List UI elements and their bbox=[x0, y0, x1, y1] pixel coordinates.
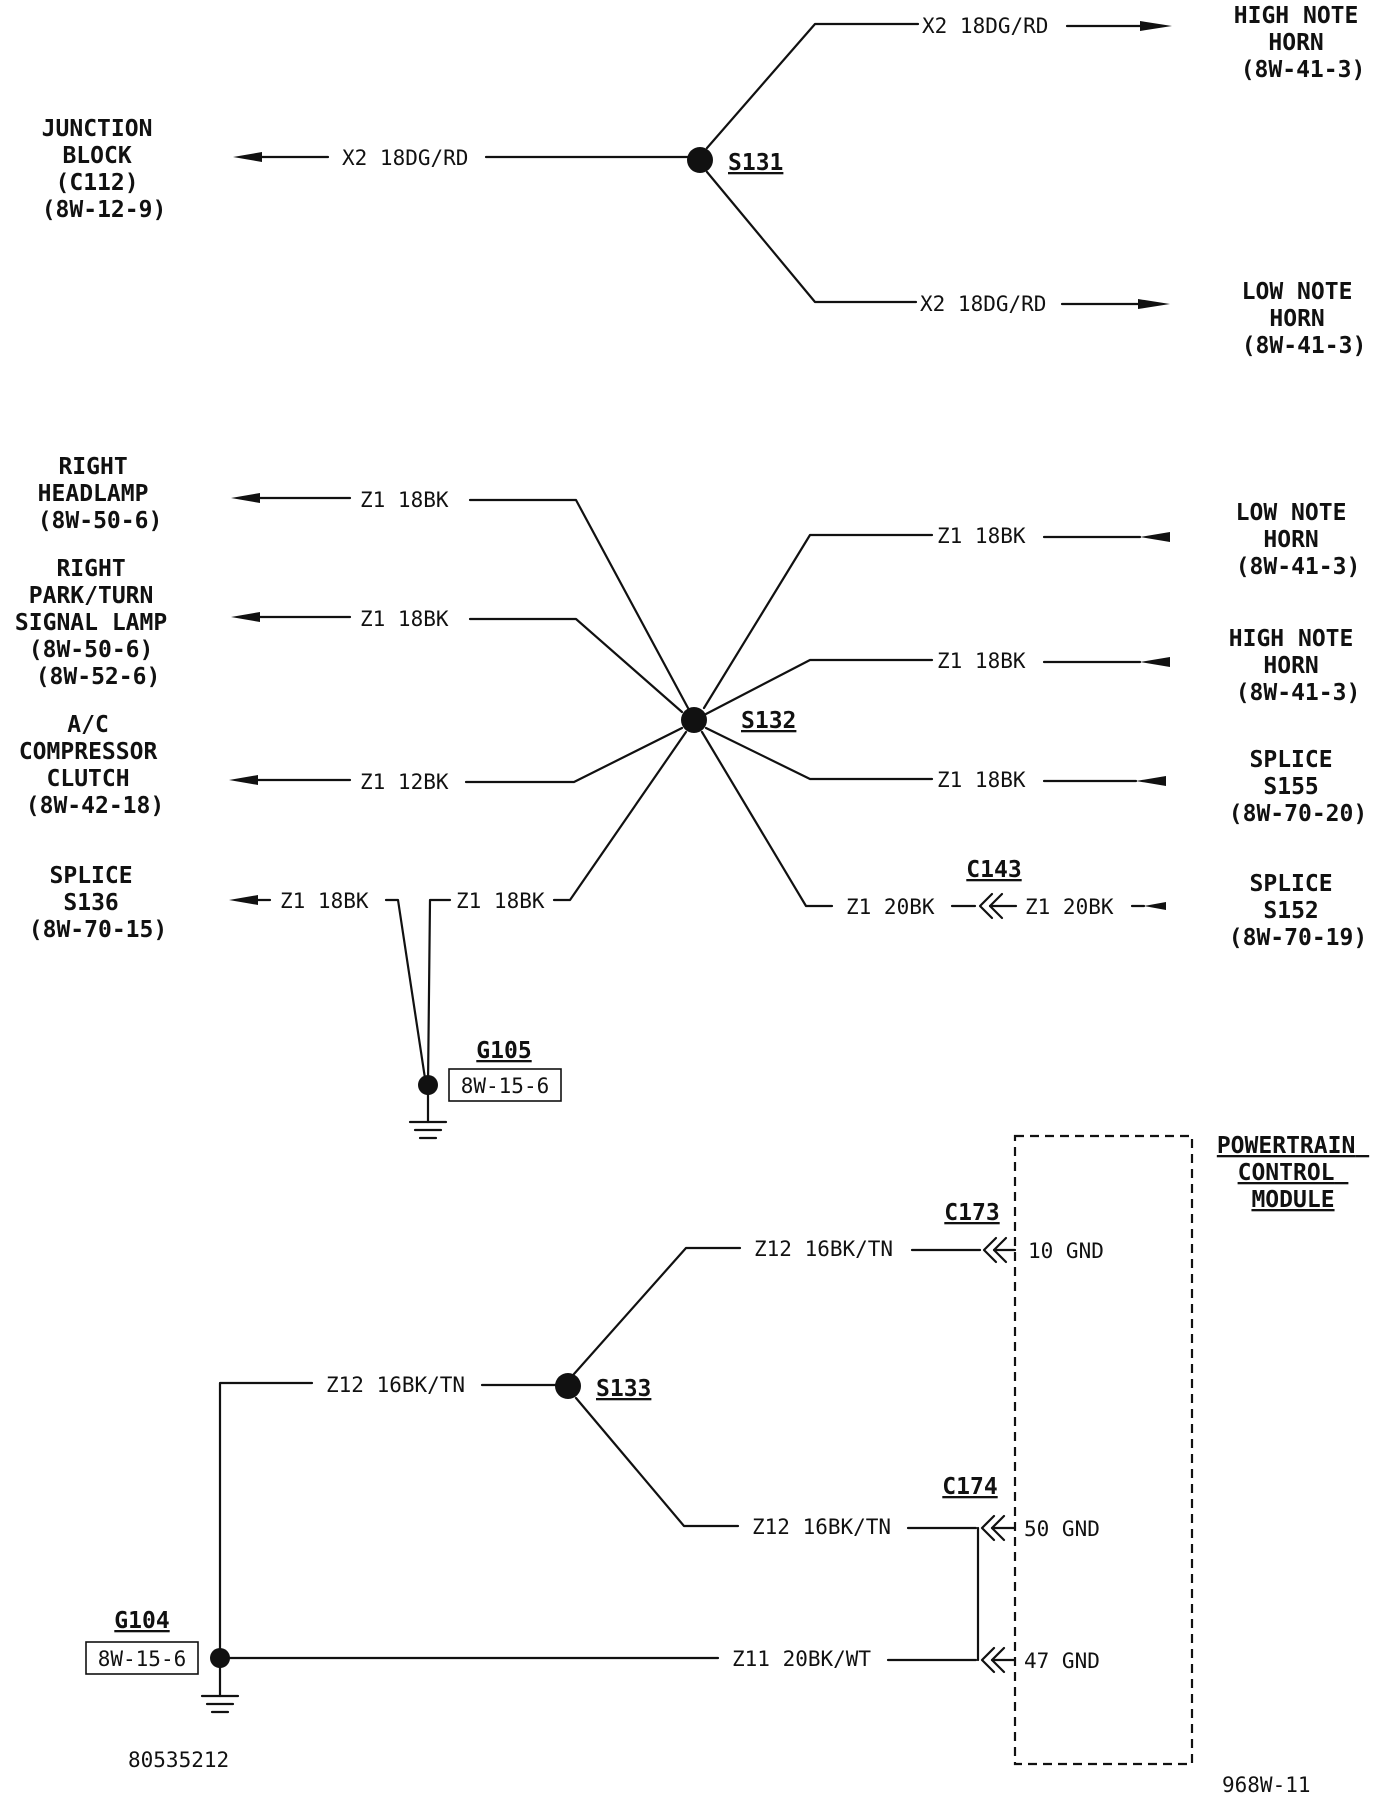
ground-g104-dot bbox=[210, 1648, 230, 1668]
arrow-left-icon bbox=[233, 152, 262, 162]
ground-g104-ref: 8W-15-6 bbox=[98, 1647, 187, 1671]
wire-label: Z1 18BK bbox=[360, 607, 449, 631]
wire-label: X2 18DG/RD bbox=[342, 146, 468, 170]
splice-s155-label: SPLICE S155 (8W-70-20) bbox=[1229, 747, 1367, 827]
wire-label: Z1 18BK bbox=[937, 524, 1026, 548]
figure-id-left: 80535212 bbox=[128, 1748, 229, 1772]
arrow-left-icon bbox=[1136, 776, 1166, 786]
arrow-left-icon bbox=[1140, 532, 1170, 542]
ground-g105-ref-box bbox=[448, 1068, 562, 1102]
right-park-turn-label: RIGHT PARK/TURN SIGNAL LAMP (8W-50-6) (8… bbox=[15, 556, 181, 690]
arrow-left-icon bbox=[231, 612, 260, 622]
ground-g104-label: G104 bbox=[114, 1608, 169, 1634]
wire-label: Z12 16BK/TN bbox=[326, 1373, 465, 1397]
ground-g105-dot bbox=[418, 1075, 438, 1095]
pcm-pin-47: 47 GND bbox=[1024, 1649, 1100, 1673]
ac-clutch-label: A/C COMPRESSOR CLUTCH (8W-42-18) bbox=[19, 712, 171, 819]
wire-label: Z11 20BK/WT bbox=[732, 1647, 871, 1671]
ground-g105-label: G105 bbox=[476, 1038, 531, 1064]
connector-c143-label: C143 bbox=[966, 857, 1021, 883]
arrow-right-icon bbox=[1138, 299, 1170, 309]
s133-section: POWERTRAIN CONTROL MODULE S133 Z12 16BK/… bbox=[85, 1133, 1369, 1766]
s131-section: X2 18DG/RD S131 X2 18DG/RD X2 18DG/RD bbox=[233, 14, 1172, 316]
splice-s136-label: SPLICE S136 (8W-70-15) bbox=[29, 863, 167, 943]
wire-label: Z12 16BK/TN bbox=[754, 1237, 893, 1261]
pcm-label: POWERTRAIN CONTROL MODULE bbox=[1217, 1133, 1369, 1213]
junction-block-label: JUNCTION BLOCK (C112) (8W-12-9) bbox=[42, 116, 167, 223]
high-note-horn-label: HIGH NOTE HORN (8W-41-3) bbox=[1229, 626, 1367, 706]
wire-label: Z1 12BK bbox=[360, 770, 449, 794]
pcm-pin-50: 50 GND bbox=[1024, 1517, 1100, 1541]
wire-label: Z1 18BK bbox=[456, 889, 545, 913]
ground-g104-ref-box bbox=[85, 1641, 199, 1675]
splice-s132-label: S132 bbox=[741, 708, 796, 734]
wire-label: Z1 18BK bbox=[280, 889, 369, 913]
wire-label: Z1 18BK bbox=[360, 488, 449, 512]
splice-s131-label: S131 bbox=[728, 150, 783, 176]
arrow-left-icon bbox=[229, 775, 258, 785]
splice-s132-dot bbox=[681, 707, 707, 733]
right-headlamp-label: RIGHT HEADLAMP (8W-50-6) bbox=[38, 454, 163, 534]
low-note-horn-label: LOW NOTE HORN (8W-41-3) bbox=[1242, 279, 1367, 359]
figure-id-right: 968W-11 bbox=[1222, 1773, 1311, 1797]
wire-label: X2 18DG/RD bbox=[922, 14, 1048, 38]
high-note-horn-label: HIGH NOTE HORN (8W-41-3) bbox=[1234, 3, 1372, 83]
arrow-left-icon bbox=[1140, 657, 1170, 667]
wire-label: Z1 20BK bbox=[1025, 895, 1114, 919]
arrow-left-icon bbox=[229, 895, 258, 905]
s132-section: S132 Z1 18BK Z1 18BK Z1 12BK Z1 18BK Z1 … bbox=[229, 488, 1170, 1140]
arrow-left-icon bbox=[231, 493, 260, 503]
wire-label: Z1 18BK bbox=[937, 768, 1026, 792]
connector-c173-label: C173 bbox=[944, 1200, 999, 1226]
pcm-pin-10: 10 GND bbox=[1028, 1239, 1104, 1263]
wire-label: Z12 16BK/TN bbox=[752, 1515, 891, 1539]
splice-s152-label: SPLICE S152 (8W-70-19) bbox=[1229, 871, 1367, 951]
wire-label: Z1 18BK bbox=[937, 649, 1026, 673]
connector-c174-label: C174 bbox=[942, 1474, 997, 1500]
wire-label: Z1 20BK bbox=[846, 895, 935, 919]
splice-s133-label: S133 bbox=[596, 1376, 651, 1402]
pcm-box bbox=[1013, 1134, 1194, 1766]
arrow-right-icon bbox=[1140, 21, 1172, 31]
splice-s131-dot bbox=[687, 147, 713, 173]
low-note-horn-label: LOW NOTE HORN (8W-41-3) bbox=[1236, 500, 1361, 580]
arrow-left-icon bbox=[1144, 902, 1166, 910]
splice-s133-dot bbox=[555, 1373, 581, 1399]
ground-g105-ref: 8W-15-6 bbox=[461, 1074, 550, 1098]
wire-label: X2 18DG/RD bbox=[920, 292, 1046, 316]
